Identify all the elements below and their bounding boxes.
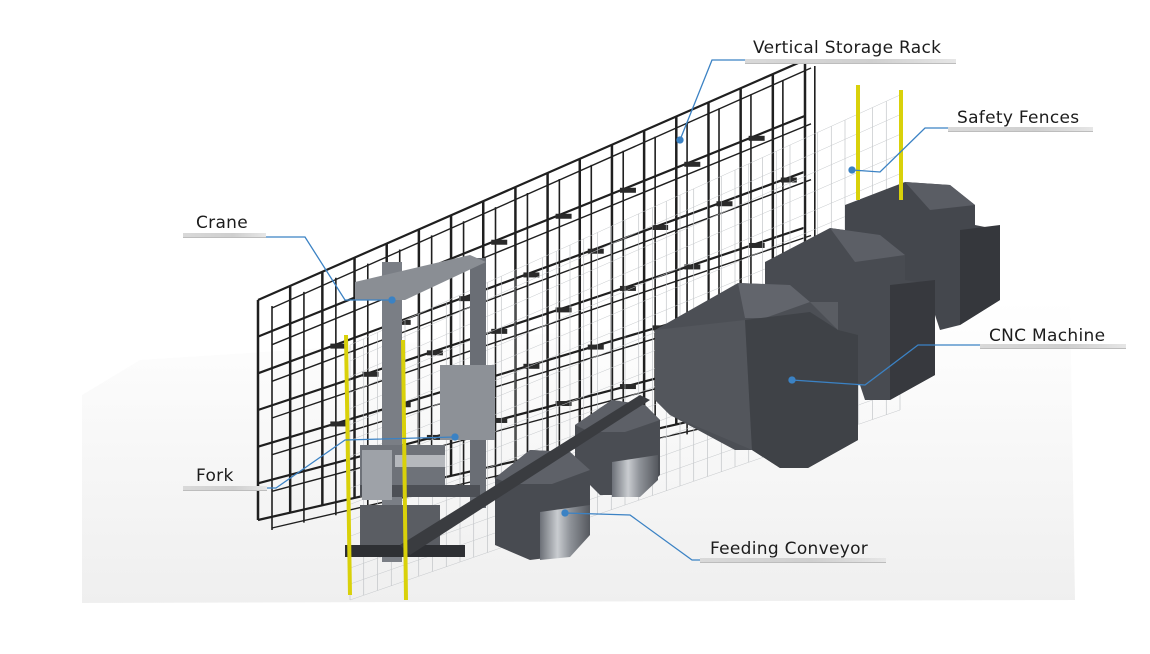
- underline-cnc-machine: [980, 344, 1126, 349]
- rack-pallet: [523, 272, 540, 278]
- underline-vertical-storage-rack: [745, 59, 956, 64]
- rack-pallet: [587, 344, 604, 350]
- rack-pallet: [619, 384, 636, 390]
- label-cnc-machine: CNC Machine: [989, 326, 1106, 346]
- leader-fences: [851, 127, 948, 173]
- underline-crane: [183, 233, 266, 238]
- rack-pallet: [555, 307, 572, 313]
- label-fork: Fork: [196, 466, 234, 486]
- rack-pallet: [555, 401, 572, 407]
- rack-pallet: [619, 285, 636, 291]
- rack-beam: [271, 67, 812, 309]
- label-feeding-conveyor: Feeding Conveyor: [710, 539, 869, 559]
- underline-fork: [183, 486, 267, 491]
- underline-safety-fences: [948, 127, 1093, 132]
- leader-rack: [679, 59, 752, 141]
- cnc-machine-back: [845, 182, 1000, 330]
- leader-feeding: [564, 512, 700, 561]
- label-crane: Crane: [196, 213, 249, 233]
- rack-pallet: [684, 161, 701, 167]
- rack-pallet: [459, 296, 476, 302]
- rack-pallet: [362, 371, 379, 377]
- fence-wire: [349, 94, 901, 346]
- rack-beam: [271, 123, 812, 346]
- rack-pallet: [491, 417, 508, 423]
- rack-pallet: [491, 239, 508, 245]
- rack-pallet: [523, 363, 540, 369]
- rack-pallet: [555, 213, 572, 219]
- rack-pallet: [748, 242, 765, 248]
- leader-cnc: [791, 344, 980, 386]
- safety-posts: [344, 85, 903, 601]
- rack-pallet: [491, 328, 508, 334]
- fence-wire: [349, 134, 901, 378]
- cnc-machine-front: [655, 283, 858, 468]
- rack-pallet: [716, 201, 733, 207]
- rack-pallet: [619, 187, 636, 193]
- fence-wire: [349, 153, 901, 394]
- rack-pallet: [330, 343, 347, 349]
- rack-pallet: [426, 350, 443, 356]
- label-vertical-storage-rack: Vertical Storage Rack: [753, 38, 942, 58]
- rack-pallet: [748, 135, 765, 141]
- rack-beam: [257, 58, 806, 302]
- underline-feeding-conveyor: [700, 558, 886, 563]
- rack-pallet: [330, 421, 347, 427]
- rack-pallet: [652, 224, 669, 230]
- fence-wire: [349, 114, 901, 362]
- label-safety-fences: Safety Fences: [957, 108, 1080, 128]
- cnc-machine-middle: [765, 228, 935, 400]
- rack-pallet: [780, 177, 797, 183]
- rack-beam: [257, 226, 806, 412]
- rack-pallet: [587, 248, 604, 254]
- fork: [362, 450, 445, 500]
- rack-pallet: [394, 319, 411, 325]
- rack-pallet: [684, 264, 701, 270]
